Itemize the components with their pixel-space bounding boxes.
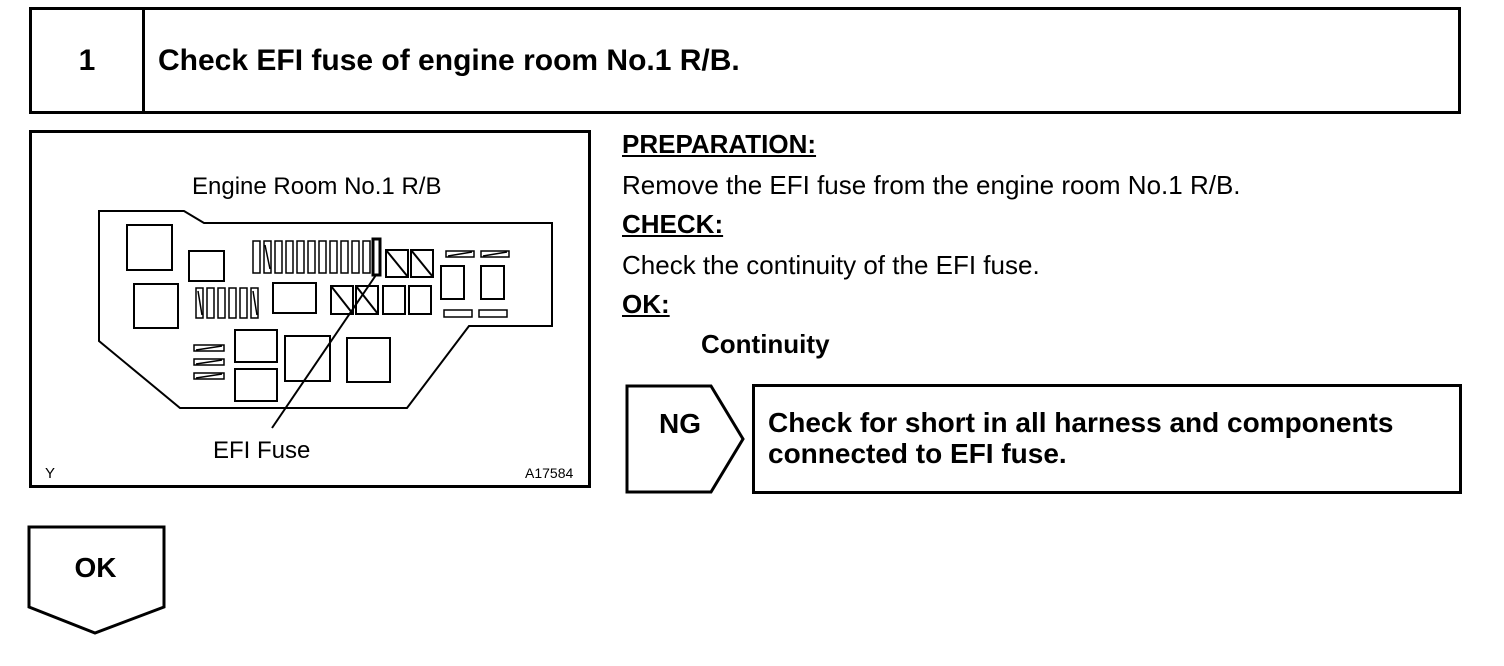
ok-result: Continuity	[701, 329, 830, 359]
ng-action-line-1: Check for short in all harness and compo…	[768, 407, 1394, 438]
check-label: CHECK:	[622, 209, 724, 239]
relay-block-figure: Engine Room No.1 R/B	[29, 130, 591, 488]
fuse-row-upper	[252, 240, 371, 274]
ok-arrow-shape	[27, 525, 166, 635]
fuse-row-lower	[195, 287, 259, 319]
ng-label: NG	[659, 408, 701, 439]
step-number: 1	[32, 10, 145, 111]
relay	[234, 329, 391, 402]
relay-block-outline	[98, 210, 553, 409]
preparation-label: PREPARATION:	[622, 129, 817, 159]
ng-action-line-2: connected to EFI fuse.	[768, 438, 1067, 469]
check-text: Check the continuity of the EFI fuse.	[622, 250, 1040, 280]
relay	[272, 282, 317, 314]
efi-fuse	[371, 237, 382, 277]
relay	[382, 285, 432, 315]
preparation-text: Remove the EFI fuse from the engine room…	[622, 170, 1241, 200]
figure-corner-mark: Y	[45, 465, 55, 482]
ok-branch-label: OK	[74, 552, 117, 583]
step-header: 1 Check EFI fuse of engine room No.1 R/B…	[29, 7, 1461, 114]
relay-crossed	[385, 249, 434, 278]
figure-title: Engine Room No.1 R/B	[192, 173, 441, 200]
relay	[188, 250, 225, 282]
step-title: Check EFI fuse of engine room No.1 R/B.	[158, 43, 740, 77]
figure-code: A17584	[525, 465, 573, 481]
efi-fuse-leader-line	[271, 274, 377, 429]
relay-crossed	[330, 285, 379, 315]
mini-fuses-bottom	[193, 344, 225, 380]
relay-block-diagram: Engine Room No.1 R/B	[45, 173, 573, 482]
ng-arrow-shape	[625, 384, 745, 494]
efi-fuse-callout: EFI Fuse	[213, 437, 310, 464]
mini-fuses-upper	[445, 250, 510, 258]
ng-action-box: Check for short in all harness and compo…	[752, 384, 1462, 494]
relay	[126, 224, 173, 271]
mini-fuses-lower	[443, 309, 508, 318]
relay	[133, 283, 179, 329]
ok-label: OK:	[622, 289, 670, 319]
relay	[440, 265, 505, 300]
